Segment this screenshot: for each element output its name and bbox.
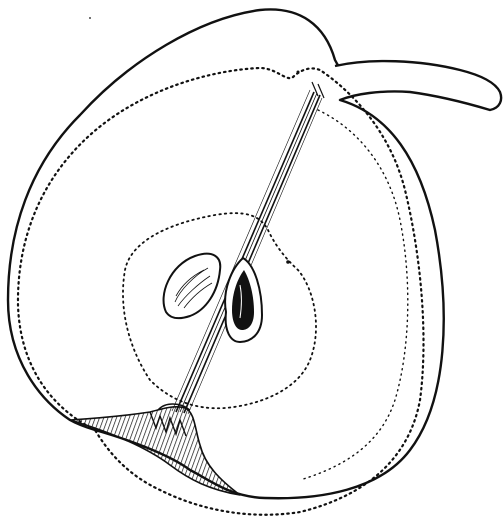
seed-left (164, 254, 221, 318)
outer-dotted-boundary (18, 68, 424, 515)
calyx (70, 407, 240, 495)
pear-stem (335, 61, 501, 110)
vascular-dotted-line (300, 110, 408, 480)
core-fibre (172, 82, 324, 414)
core-accent-dots (89, 17, 299, 264)
seed-right (225, 258, 262, 342)
